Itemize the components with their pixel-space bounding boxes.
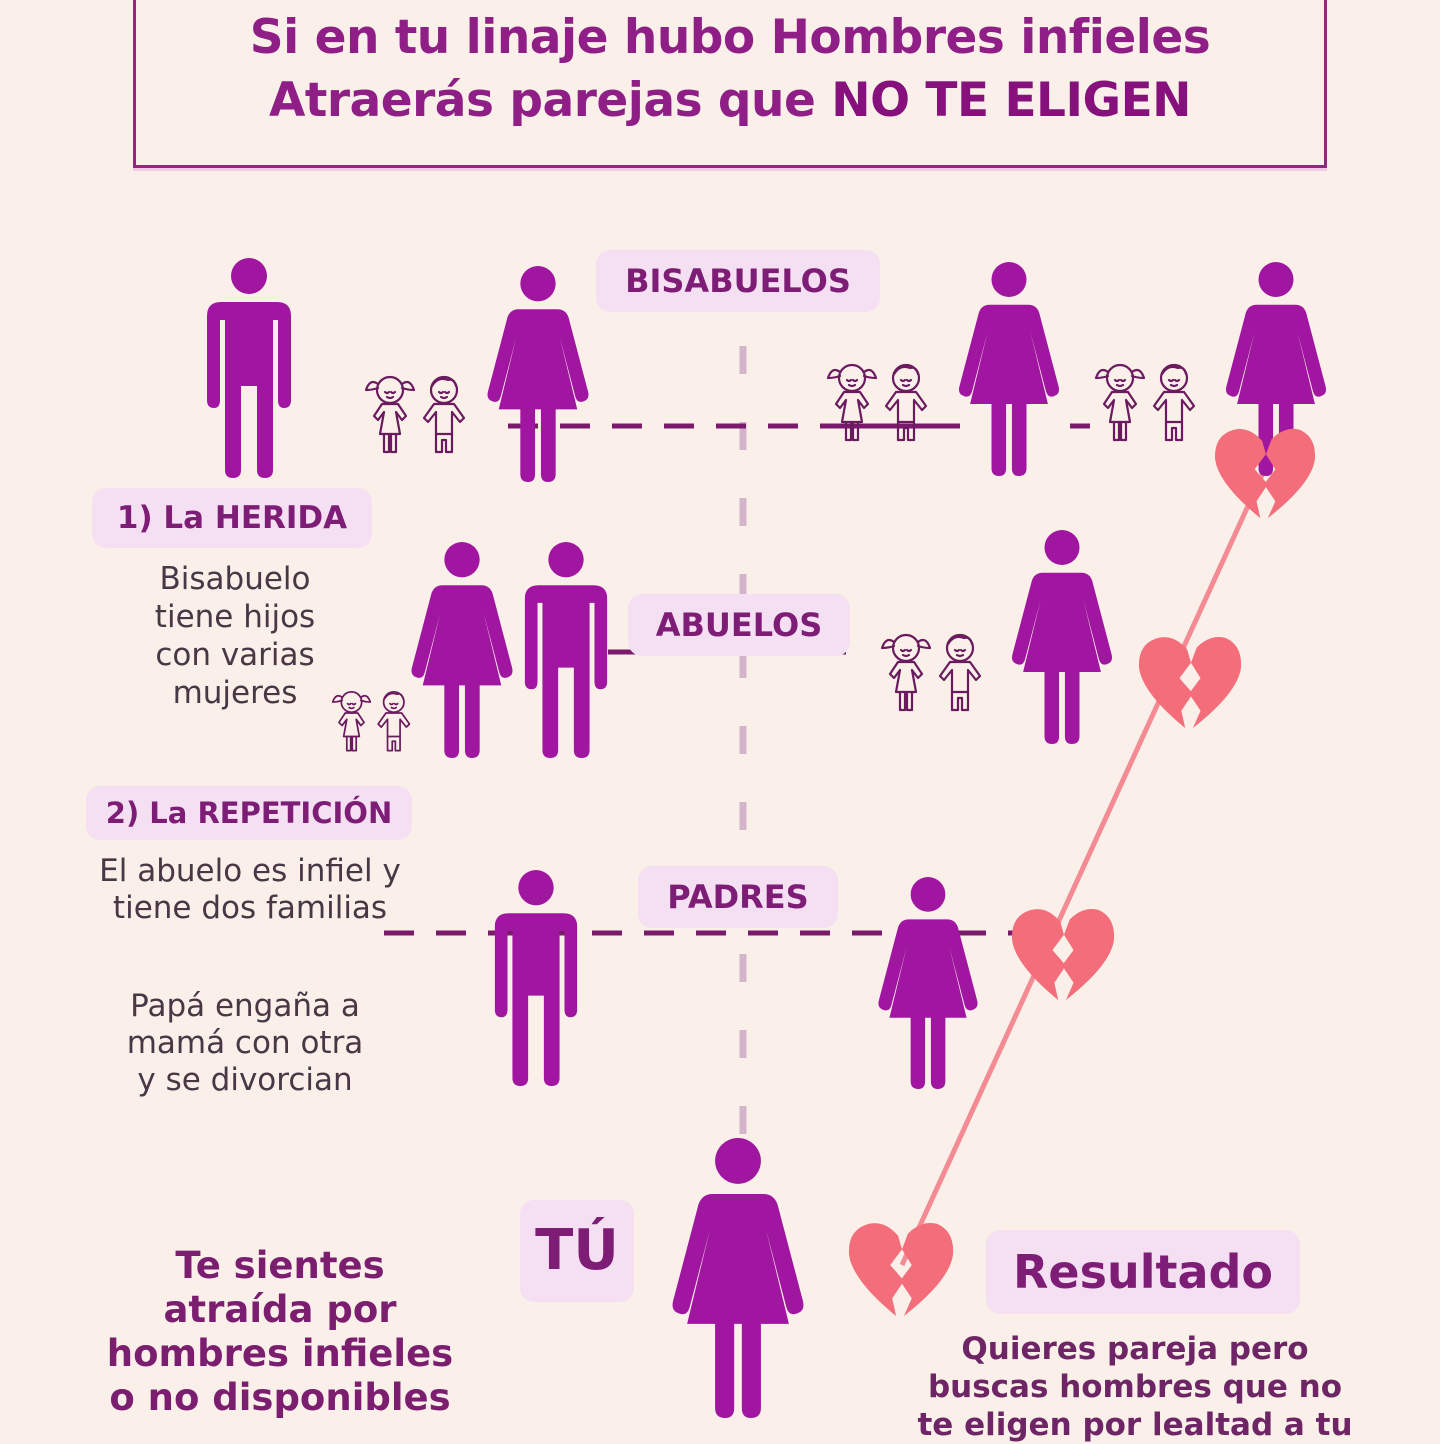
- generation-label-padres: PADRES: [638, 866, 838, 928]
- broken-heart-icon: [1136, 634, 1244, 730]
- text-line: te eligen por lealtad a tu: [917, 1407, 1353, 1443]
- resultado-description: Quieres pareja pero buscas hombres que n…: [900, 1330, 1370, 1444]
- man-figure-icon: [494, 870, 578, 1086]
- woman-figure-icon: [486, 266, 590, 482]
- woman-figure-icon: [1010, 530, 1114, 744]
- text-line: tiene hijos: [154, 599, 316, 635]
- title-line-1: Si en tu linaje hubo Hombres infieles: [249, 10, 1211, 65]
- children-pair-icon: [822, 356, 942, 456]
- generation-label-abuelos: ABUELOS: [628, 594, 850, 656]
- text-line: El abuelo es infiel y: [99, 853, 401, 889]
- text-line: buscas hombres que no: [927, 1369, 1343, 1405]
- broken-heart-icon: [1008, 906, 1118, 1002]
- text-line: tiene dos familias: [112, 890, 388, 926]
- generation-label-tu: TÚ: [520, 1200, 634, 1302]
- broken-heart-icon: [846, 1220, 956, 1318]
- man-figure-icon: [207, 258, 291, 478]
- text-line: con varias: [155, 637, 315, 673]
- woman-figure-icon: [957, 262, 1061, 476]
- generation-label-bisabuelos: BISABUELOS: [596, 250, 880, 312]
- text-line: Quieres pareja pero: [961, 1331, 1309, 1367]
- title-line-2: Atraerás parejas que NO TE ELIGEN: [136, 73, 1324, 128]
- broken-heart-icon: [1210, 426, 1320, 520]
- text-line: Papá engaña a: [130, 988, 360, 1024]
- padres-description: Papá engaña a mamá con otra y se divorci…: [90, 988, 400, 1099]
- tu-description: Te sientes atraída por hombres infieles …: [80, 1244, 480, 1420]
- herida-description: Bisabuelo tiene hijos con varias mujeres: [110, 560, 360, 712]
- repeticion-description: El abuelo es infiel y tiene dos familias: [70, 853, 430, 927]
- children-pair-icon: [328, 684, 422, 764]
- children-pair-icon: [1090, 356, 1210, 456]
- resultado-label: Resultado: [986, 1230, 1300, 1314]
- woman-figure-icon: [876, 877, 980, 1089]
- text-line: atraída por: [163, 1288, 397, 1331]
- title-box: Si en tu linaje hubo Hombres infieles At…: [133, 0, 1327, 168]
- man-figure-icon: [524, 542, 608, 758]
- step-label-herida: 1) La HERIDA: [92, 488, 372, 548]
- text-line: y se divorcian: [137, 1062, 353, 1098]
- title-line-2-normal: Atraerás parejas que: [268, 73, 832, 128]
- woman-figure-icon: [410, 542, 514, 758]
- text-line: mamá con otra: [126, 1025, 364, 1061]
- text-line: mujeres: [172, 675, 298, 711]
- text-line: o no disponibles: [109, 1376, 451, 1419]
- title-line-2-strong: NO TE ELIGEN: [831, 73, 1192, 128]
- step-label-repeticion: 2) La REPETICIÓN: [86, 786, 412, 840]
- text-line: Te sientes: [175, 1244, 385, 1287]
- text-line: hombres infieles: [106, 1332, 454, 1375]
- children-pair-icon: [360, 368, 480, 468]
- children-pair-icon: [876, 626, 996, 726]
- woman-figure-icon: [670, 1138, 806, 1418]
- text-line: Bisabuelo: [159, 561, 311, 597]
